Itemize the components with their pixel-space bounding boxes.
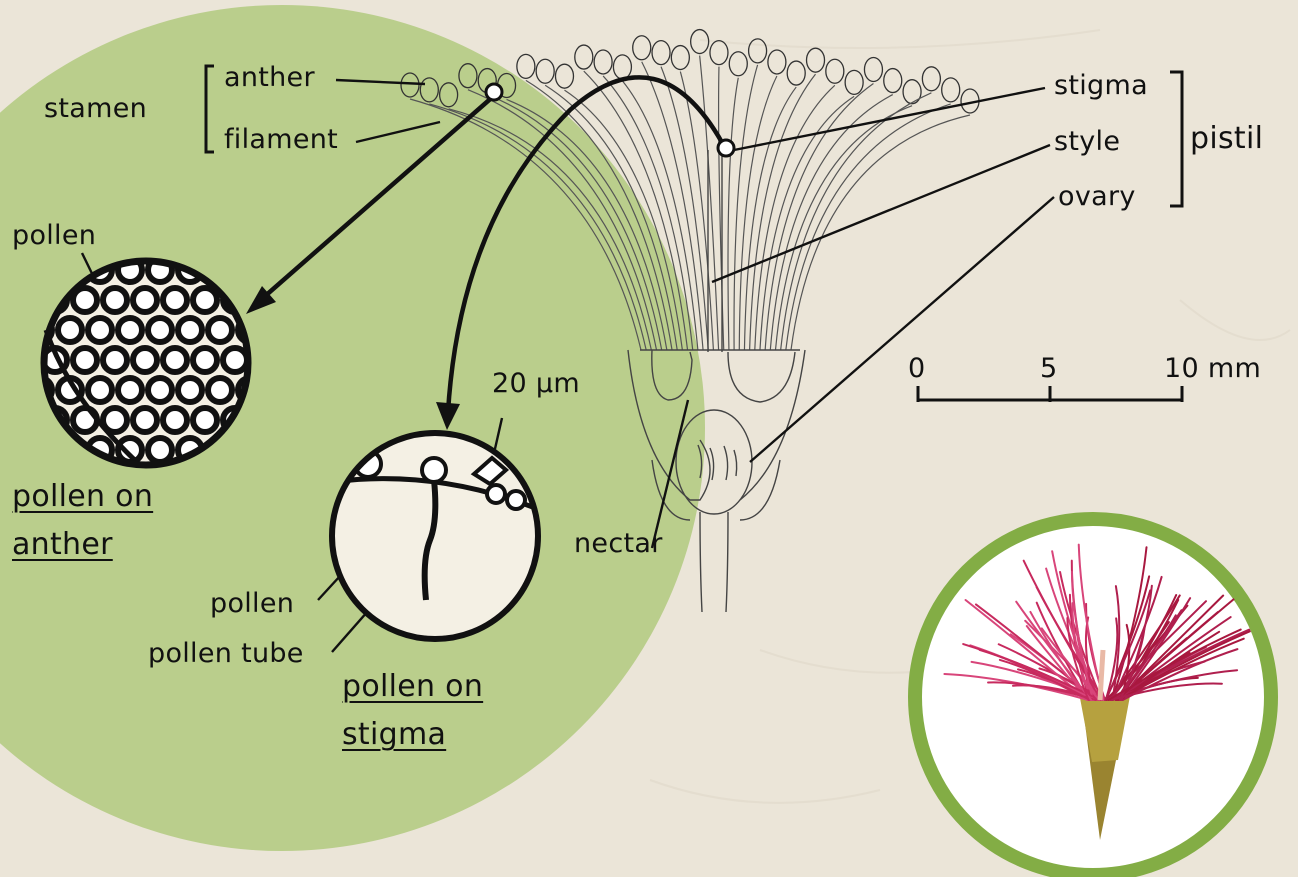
pick-point-stigma — [718, 140, 734, 156]
label-filament: filament — [224, 126, 338, 153]
label-pistil: pistil — [1190, 124, 1263, 154]
label-scale-micrometre: 20 µm — [492, 370, 580, 397]
label-pollen: pollen — [12, 222, 96, 249]
label-pollen-on-anther-line2: anther — [12, 530, 113, 560]
scale-tick-10mm: 10 mm — [1164, 355, 1261, 382]
label-pollen-on-stigma-line2: stigma — [342, 720, 446, 750]
scale-tick-5: 5 — [1040, 355, 1057, 382]
flower-photo — [915, 519, 1271, 875]
label-pollen-on-stigma-line1: pollen on — [342, 672, 483, 702]
scale-bar — [918, 386, 1182, 402]
label-anther: anther — [224, 64, 315, 91]
label-stigma: stigma — [1054, 72, 1148, 99]
label-style: style — [1054, 128, 1120, 155]
label-stamen: stamen — [44, 95, 147, 122]
label-pollen-tube: pollen tube — [148, 640, 304, 667]
label-ovary: ovary — [1058, 183, 1136, 210]
label-pollen-on-stigma-grain: pollen — [210, 590, 294, 617]
pick-point-anther — [486, 84, 502, 100]
label-nectar: nectar — [574, 530, 663, 557]
scale-tick-0: 0 — [908, 355, 925, 382]
label-pollen-on-anther-line1: pollen on — [12, 482, 153, 512]
